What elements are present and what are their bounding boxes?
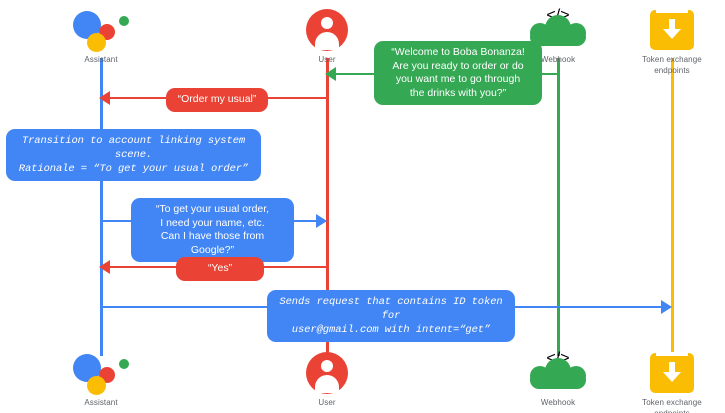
actor-webhook-top-label: Webhook xyxy=(540,55,576,64)
lifeline-token xyxy=(671,58,674,356)
message-need-name-line-2: I need your name, etc. xyxy=(160,216,265,229)
actor-user-top-label: User xyxy=(318,55,336,64)
actor-token-endpoint-top[interactable]: Token exchange endpoints xyxy=(612,7,725,76)
actor-assistant-bottom[interactable]: Assistant xyxy=(41,350,161,408)
message-need-name-line-1: “To get your usual order, xyxy=(155,203,270,215)
actor-webhook-top[interactable]: </> Webhook xyxy=(498,7,618,65)
token-box-shape xyxy=(650,9,694,50)
actor-token-endpoint-bottom-label-2: endpoints xyxy=(612,408,725,413)
message-yes-line-1: “Yes” xyxy=(207,262,233,274)
assistant-dot-green xyxy=(119,359,129,369)
token-box-notch xyxy=(656,352,688,356)
user-avatar-body xyxy=(315,375,339,393)
cloud-code-icon: </> xyxy=(498,350,618,394)
token-box-shape xyxy=(650,352,694,393)
cloud-base xyxy=(530,371,586,389)
message-sends-request-line-2: user@gmail.com with intent=“get” xyxy=(291,324,491,336)
cloud-code-icon: </> xyxy=(498,7,618,51)
arrowhead-assistant-to-user-need-name xyxy=(316,214,327,228)
actor-token-endpoint-top-label-2: endpoints xyxy=(654,66,690,75)
cloud-shape xyxy=(528,358,588,389)
message-need-name: “To get your usual order, I need your na… xyxy=(131,198,294,262)
message-transition-line-2: Rationale = “To get your usual order” xyxy=(18,163,249,175)
assistant-dot-yellow xyxy=(87,33,106,52)
message-transition-line-1: Transition to account linking system sce… xyxy=(21,135,246,161)
actor-token-endpoint-bottom[interactable]: Token exchange endpoints xyxy=(612,350,725,413)
google-assistant-icon xyxy=(41,350,161,395)
lifeline-assistant xyxy=(100,58,103,356)
user-avatar-head xyxy=(321,17,333,29)
message-transition-note: Transition to account linking system sce… xyxy=(6,129,261,181)
message-yes: “Yes” xyxy=(176,257,264,281)
message-welcome-line-4: the drinks with you?” xyxy=(409,86,507,99)
user-avatar-head xyxy=(321,360,333,372)
actor-assistant-bottom-label: Assistant xyxy=(84,398,118,407)
token-endpoint-icon xyxy=(612,350,725,394)
message-order-my-usual-line-1: “Order my usual” xyxy=(177,93,257,105)
message-order-my-usual: “Order my usual” xyxy=(166,88,268,112)
cloud-shape xyxy=(528,15,588,46)
message-welcome-line-3: you want me to go through xyxy=(395,73,521,85)
token-box-notch xyxy=(656,9,688,13)
actor-token-endpoint-top-label-1: Token exchange xyxy=(642,55,702,64)
download-arrow-head xyxy=(663,29,681,39)
user-avatar-body xyxy=(315,32,339,50)
actor-token-endpoint-bottom-label-1: Token exchange xyxy=(642,398,702,407)
message-need-name-line-3: Can I have those from Google?” xyxy=(160,230,265,256)
google-assistant-icon xyxy=(41,7,161,52)
actor-user-top[interactable]: User xyxy=(267,7,387,65)
assistant-dot-green xyxy=(119,16,129,26)
actor-user-bottom[interactable]: User xyxy=(267,350,387,408)
message-welcome-line-1: “Welcome to Boba Bonanza! xyxy=(391,46,525,58)
arrowhead-user-to-assistant-order xyxy=(99,91,110,105)
arrowhead-webhook-to-user xyxy=(325,67,336,81)
actor-webhook-bottom-label: Webhook xyxy=(540,398,576,407)
cloud-base xyxy=(530,28,586,46)
lifeline-user xyxy=(326,58,329,356)
lifeline-webhook xyxy=(557,58,560,356)
assistant-dot-yellow xyxy=(87,376,106,395)
token-endpoint-icon xyxy=(612,7,725,51)
actor-user-bottom-label: User xyxy=(318,398,336,407)
message-welcome: “Welcome to Boba Bonanza! Are you ready … xyxy=(374,41,542,105)
download-arrow-stem xyxy=(669,19,675,31)
user-avatar-icon xyxy=(267,7,387,51)
actor-webhook-bottom[interactable]: </> Webhook xyxy=(498,350,618,408)
download-arrow-head xyxy=(663,372,681,382)
arrowhead-user-to-assistant-yes xyxy=(99,260,110,274)
message-sends-request-line-1: Sends request that contains ID token for xyxy=(279,296,503,322)
message-welcome-line-2: Are you ready to order or do xyxy=(392,59,524,72)
message-sends-request: Sends request that contains ID token for… xyxy=(267,290,515,342)
download-arrow-stem xyxy=(669,362,675,374)
user-avatar-icon xyxy=(267,350,387,394)
actor-assistant-top[interactable]: Assistant xyxy=(41,7,161,65)
actor-assistant-top-label: Assistant xyxy=(84,55,118,64)
arrowhead-assistant-to-token-endpoint xyxy=(661,300,672,314)
